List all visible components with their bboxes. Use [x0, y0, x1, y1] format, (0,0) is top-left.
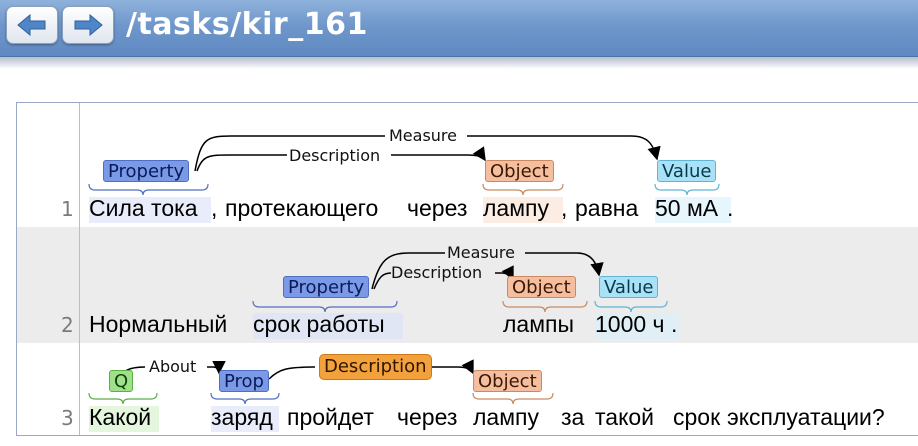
token[interactable]: эксплуатации?	[727, 404, 885, 430]
token[interactable]: лампу	[483, 195, 549, 221]
span-bracket-value-1	[654, 183, 720, 196]
entity-label-object[interactable]: Object	[507, 276, 576, 298]
relation-label-description[interactable]: Description	[391, 263, 483, 282]
token[interactable]: ,	[561, 195, 568, 221]
span-bracket-property-1	[88, 183, 209, 196]
relation-arcs	[88, 135, 720, 405]
back-button[interactable]	[6, 6, 58, 44]
relation-label-measure[interactable]: Measure	[389, 126, 457, 145]
token[interactable]: лампу	[473, 404, 539, 430]
entity-label-property[interactable]: Property	[283, 276, 370, 298]
highlight-prop-3	[211, 406, 279, 432]
arc-measure-1[interactable]	[194, 135, 385, 172]
highlight-property-2	[253, 313, 403, 339]
relation-label-about[interactable]: About	[149, 357, 197, 376]
arc-measure-2-end[interactable]	[525, 252, 604, 277]
span-bracket-value-2	[594, 300, 668, 313]
token[interactable]: .	[671, 311, 678, 337]
token[interactable]: заряд	[211, 404, 273, 430]
relation-label-description-selected[interactable]: Description	[319, 354, 432, 380]
line-number-1: 1	[61, 197, 74, 221]
highlight-property-1	[89, 197, 211, 223]
token[interactable]: пройдет	[287, 404, 374, 430]
span-bracket-object-2	[502, 300, 588, 313]
token[interactable]: срок	[673, 404, 721, 430]
span-bracket-q-3	[88, 392, 158, 405]
sentence-row-2	[17, 227, 918, 343]
left-arrow-icon	[17, 14, 46, 36]
relation-label-measure[interactable]: Measure	[447, 243, 515, 262]
token[interactable]: такой	[595, 404, 655, 430]
highlight-value-1	[655, 197, 731, 223]
token[interactable]: через	[407, 195, 468, 221]
arc-description-1-end[interactable]	[391, 146, 486, 162]
highlight-value-2	[595, 313, 679, 339]
token[interactable]: за	[561, 404, 585, 430]
token[interactable]: .	[727, 195, 734, 221]
document-path-title: /tasks/kir_161	[126, 7, 368, 42]
entity-label-value[interactable]: Value	[599, 276, 659, 298]
entity-label-q[interactable]: Q	[109, 370, 134, 392]
right-arrow-icon	[74, 14, 103, 36]
token[interactable]: срок работы	[253, 311, 385, 337]
gutter-divider	[79, 103, 80, 435]
token[interactable]: 1000 ч	[595, 311, 665, 337]
token[interactable]: Нормальный	[89, 311, 228, 337]
arc-measure-2[interactable]	[371, 252, 445, 290]
arc-description-1[interactable]	[196, 154, 287, 172]
span-bracket-object-1	[482, 183, 564, 196]
span-bracket-object-3	[472, 392, 554, 405]
arc-about-3-end[interactable]	[207, 360, 226, 375]
entity-label-prop[interactable]: Prop	[219, 370, 269, 392]
token[interactable]: равна	[575, 195, 639, 221]
arc-measure-1-end[interactable]	[467, 135, 661, 161]
header-shadow	[0, 57, 918, 69]
span-bracket-property-2	[252, 300, 398, 313]
arc-description-3-end[interactable]	[429, 359, 474, 375]
token[interactable]: Какой	[89, 404, 152, 430]
token[interactable]: 50 мА	[655, 195, 719, 221]
span-bracket-prop-3	[210, 392, 280, 405]
line-number-2: 2	[61, 313, 74, 337]
token[interactable]: Сила тока	[89, 195, 198, 221]
token[interactable]: лампы	[503, 311, 575, 337]
token[interactable]: ,	[211, 195, 218, 221]
forward-button[interactable]	[62, 6, 114, 44]
highlight-object-1	[483, 197, 563, 223]
entity-label-value[interactable]: Value	[657, 160, 717, 182]
arc-description-2[interactable]	[373, 272, 392, 290]
entity-label-property[interactable]: Property	[103, 160, 190, 182]
entity-label-object[interactable]: Object	[485, 160, 554, 182]
relation-label-description[interactable]: Description	[289, 146, 381, 165]
highlight-q-3	[89, 406, 159, 432]
entity-label-object[interactable]: Object	[473, 370, 542, 392]
header-bar: /tasks/kir_161	[0, 0, 918, 57]
line-number-3: 3	[61, 406, 74, 430]
arc-description-3[interactable]	[268, 366, 316, 380]
annotation-document: 1 Сила тока , протекающего через лампу ,…	[16, 102, 918, 436]
token[interactable]: через	[397, 404, 458, 430]
token[interactable]: протекающего	[225, 195, 379, 221]
